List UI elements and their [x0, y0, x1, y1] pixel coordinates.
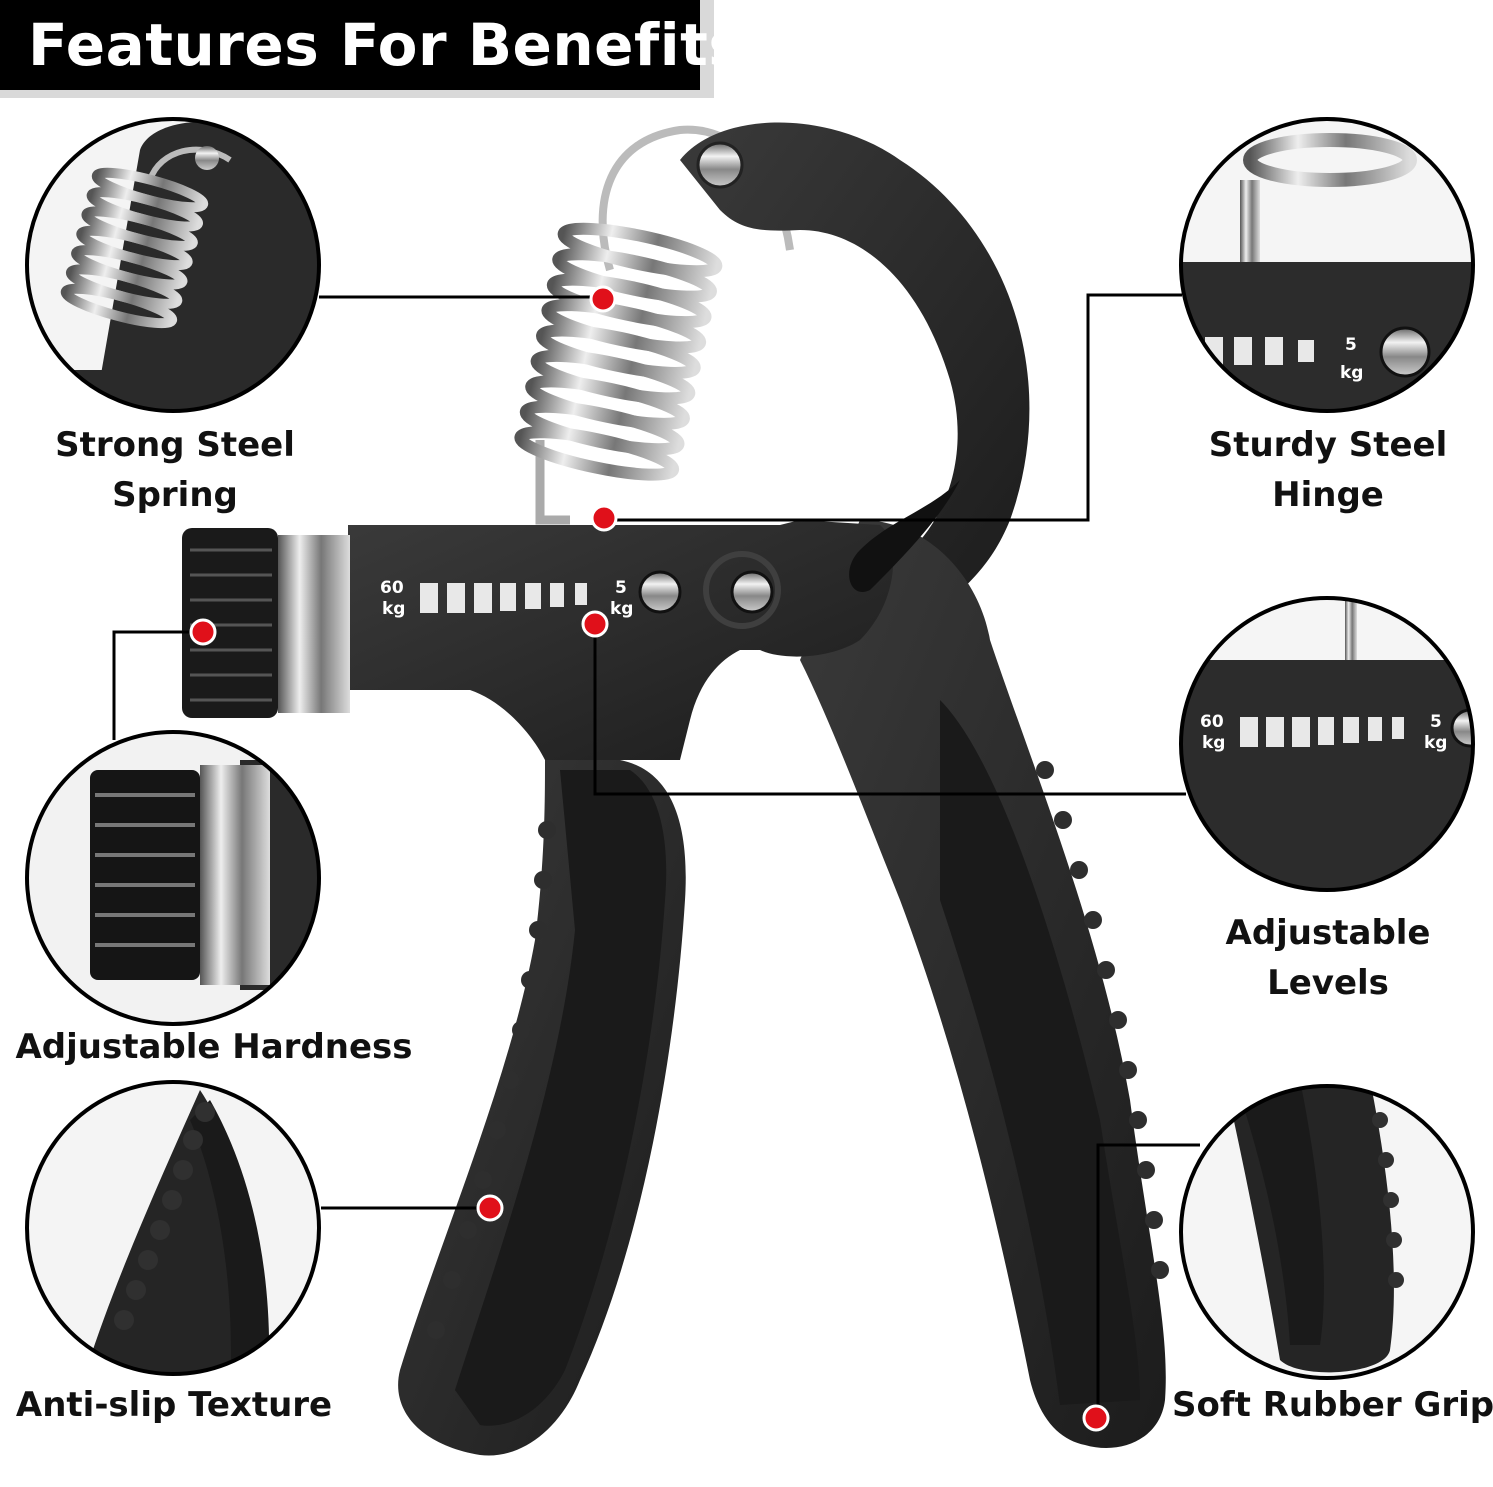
label-adjustable-levels-line2: Levels	[1267, 963, 1389, 1003]
label-anti-slip-texture-text: Anti-slip Texture	[15, 1385, 333, 1425]
label-strong-steel-spring-line2: Spring	[112, 475, 238, 515]
scale-max-value: 60	[380, 578, 404, 598]
detail-circle-levels: 60 kg 5 kg	[1179, 596, 1475, 892]
marker-texture	[476, 1194, 504, 1222]
detail-circle-spring	[25, 117, 321, 413]
page-title: Features For Benefits	[0, 0, 743, 90]
label-sturdy-steel-hinge-line1: Sturdy Steel	[1208, 425, 1448, 465]
label-sturdy-steel-hinge: Sturdy Steel Hinge	[1180, 420, 1476, 520]
detail-circle-grip	[1179, 1084, 1475, 1380]
title-banner: Features For Benefits	[0, 0, 743, 98]
callout-lines	[112, 293, 1200, 1418]
label-adjustable-levels-line1: Adjustable	[1225, 913, 1431, 953]
marker-levels	[581, 610, 609, 638]
label-strong-steel-spring-line1: Strong Steel	[55, 425, 295, 465]
label-soft-rubber-grip-text: Soft Rubber Grip	[1172, 1385, 1493, 1425]
gripper-body: 60 kg 5 kg	[182, 122, 1169, 1456]
label-sturdy-steel-hinge-line2: Hinge	[1272, 475, 1384, 515]
label-adjustable-levels: Adjustable Levels	[1180, 908, 1476, 1008]
levels-detail-min-value: 5	[1430, 712, 1442, 732]
marker-grip	[1082, 1404, 1110, 1432]
scale-max-unit: kg	[382, 599, 405, 619]
marker-hinge	[590, 504, 618, 532]
label-soft-rubber-grip: Soft Rubber Grip	[1172, 1380, 1493, 1430]
scale-min-value: 5	[615, 578, 627, 598]
levels-detail-max-unit: kg	[1202, 733, 1225, 753]
marker-knob	[189, 618, 217, 646]
detail-circle-knob	[25, 730, 321, 1026]
label-anti-slip-texture: Anti-slip Texture	[14, 1380, 334, 1430]
scale-min-unit: kg	[610, 599, 633, 619]
label-adjustable-hardness-text: Adjustable Hardness	[15, 1027, 413, 1067]
hinge-detail-min-value: 5	[1345, 335, 1357, 355]
levels-detail-max-value: 60	[1200, 712, 1224, 732]
detail-circle-texture	[25, 1080, 321, 1376]
hinge-detail-unit: kg	[1340, 363, 1363, 383]
label-adjustable-hardness: Adjustable Hardness	[14, 1022, 414, 1072]
detail-circle-hinge: 5 kg	[1179, 117, 1475, 413]
marker-spring	[589, 285, 617, 313]
label-strong-steel-spring: Strong Steel Spring	[30, 420, 320, 520]
levels-detail-min-unit: kg	[1424, 733, 1447, 753]
